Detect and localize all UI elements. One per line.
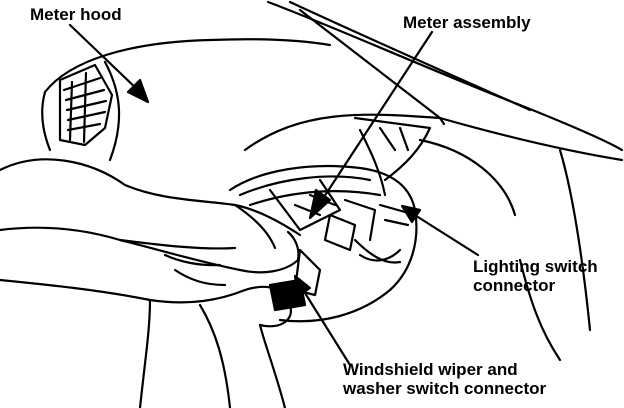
lighting-switch-label-line1: Lighting switch [473, 257, 598, 276]
wiper-connector-leader [293, 274, 352, 367]
meter-hood-outline [41, 38, 624, 362]
technician-hands [0, 158, 302, 408]
windshield-edge [266, 0, 624, 152]
wiper-label-line1: Windshield wiper and [343, 360, 518, 379]
lighting-switch-leader [400, 204, 480, 257]
meter-assembly-label: Meter assembly [403, 13, 531, 32]
lighting-switch-connector-label: Lighting switch connector [473, 257, 598, 295]
meter-hood-label: Meter hood [30, 5, 122, 24]
meter-hood-arrow [68, 23, 150, 104]
meter-hood-label-text: Meter hood [30, 5, 122, 24]
wiper-label-line2: washer switch connector [343, 379, 547, 398]
meter-assembly-leader [308, 30, 434, 220]
wiper-washer-switch-connector-label: Windshield wiper and washer switch conne… [343, 360, 546, 398]
meter-assembly-label-text: Meter assembly [403, 13, 531, 32]
air-vent-grille [58, 63, 114, 147]
lighting-switch-label-line2: connector [473, 276, 556, 295]
